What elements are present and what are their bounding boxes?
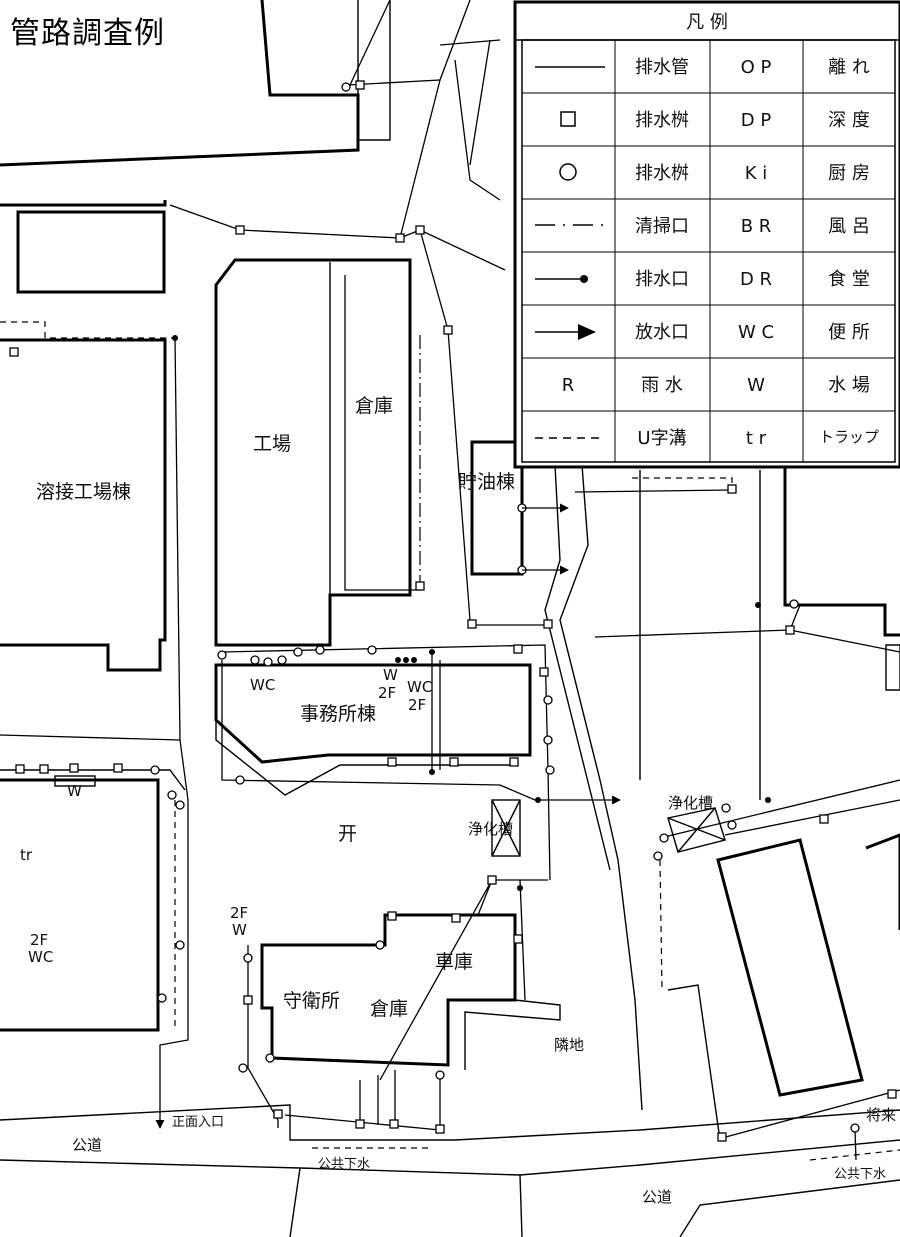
factory-building — [214, 258, 425, 647]
factory-label: 工場 — [253, 433, 291, 455]
left-lower-building — [0, 769, 186, 1032]
office-wc2-label: WC — [407, 678, 432, 696]
road-right-label: 公道 — [642, 1188, 672, 1206]
septic-tank-right — [667, 807, 726, 853]
legend-symbol-r: R — [562, 375, 575, 396]
legend-meaning-3: 風 呂 — [828, 216, 870, 237]
legend-table: 凡 例 R 排水管 排水桝 排水桝 清掃口 排水口 放水口 雨 水 U字溝 O … — [513, 0, 900, 469]
square-icon — [560, 111, 576, 127]
legend-abbr-3: B R — [741, 216, 772, 237]
legend-meaning-6: 水 場 — [828, 375, 870, 396]
top-building — [0, 0, 391, 294]
legend-abbr-1: D P — [741, 110, 772, 131]
legend-heading: 凡 例 — [686, 12, 728, 33]
legend-meaning-4: 食 堂 — [828, 269, 870, 290]
guard-building — [260, 913, 561, 1070]
warehouse-top-label: 倉庫 — [355, 395, 393, 417]
office-w-label: W — [383, 666, 398, 684]
legend-meaning-1: 深 度 — [828, 110, 870, 131]
left-wc-label: WC — [28, 948, 53, 966]
right-structures — [639, 465, 900, 1141]
left-tr-label: tr — [20, 846, 33, 864]
septic-center-label: 浄化槽 — [468, 820, 513, 838]
legend-name-6: 雨 水 — [641, 375, 683, 396]
small-building — [16, 210, 166, 294]
left-w-label: W — [67, 782, 82, 800]
legend-abbr-6: W — [747, 375, 765, 396]
line-with-arrow-icon — [535, 324, 596, 340]
guard-label: 守衛所 — [283, 990, 340, 1012]
public-sewer-left-label: 公共下水 — [318, 1157, 370, 1172]
future-label: 将来 — [866, 1106, 896, 1124]
legend-abbr-4: D R — [740, 269, 772, 290]
legend-name-4: 排水口 — [635, 269, 689, 290]
warehouse-bottom-label: 倉庫 — [370, 998, 408, 1020]
legend-name-0: 排水管 — [635, 57, 689, 78]
garage-label: 車庫 — [435, 951, 473, 973]
mid-w-label: W — [232, 921, 247, 939]
drainage-network — [0, 0, 900, 1161]
septic-right-label: 浄化槽 — [668, 794, 713, 812]
left-2f-label: 2F — [30, 931, 48, 949]
legend-abbr-5: W C — [738, 322, 774, 343]
shrine-symbol: 开 — [338, 823, 357, 845]
office-2f-label: 2F — [378, 684, 396, 702]
welding-building — [0, 321, 175, 672]
drain-dots — [172, 335, 771, 891]
road-left-label: 公道 — [72, 1136, 102, 1154]
page-title: 管路調査例 — [10, 16, 165, 51]
legend-name-2: 排水桝 — [635, 163, 689, 184]
office-building — [214, 663, 532, 796]
office-wc-label: WC — [250, 676, 275, 694]
legend-abbr-7: t r — [746, 428, 767, 449]
legend-name-1: 排水桝 — [635, 110, 689, 131]
office-label: 事務所棟 — [300, 703, 376, 725]
mid-2f-label: 2F — [230, 904, 248, 922]
oil-storage-label: 貯油棟 — [458, 471, 515, 493]
circle-icon — [559, 163, 577, 181]
legend-name-5: 放水口 — [635, 322, 689, 343]
public-sewer-right-label: 公共下水 — [834, 1167, 886, 1182]
neighbor-label: 隣地 — [554, 1036, 584, 1054]
legend-meaning-7: トラップ — [819, 428, 879, 446]
septic-tank-center — [491, 799, 521, 857]
main-entrance-label: 正面入口 — [172, 1115, 224, 1130]
legend-meaning-5: 便 所 — [828, 322, 870, 343]
legend-abbr-0: O P — [741, 57, 772, 78]
drain-circles — [150, 82, 860, 1133]
welding-label: 溶接工場棟 — [36, 481, 131, 503]
roads — [0, 1104, 900, 1237]
line-with-dot-icon — [535, 275, 588, 283]
legend-abbr-2: K i — [745, 163, 768, 184]
legend-meaning-0: 離 れ — [828, 57, 870, 78]
office-2f2-label: 2F — [408, 696, 426, 714]
legend-meaning-2: 厨 房 — [828, 163, 870, 184]
legend-name-7: U字溝 — [637, 428, 686, 449]
drain-boxes — [9, 80, 897, 1142]
legend-name-3: 清掃口 — [635, 216, 689, 237]
